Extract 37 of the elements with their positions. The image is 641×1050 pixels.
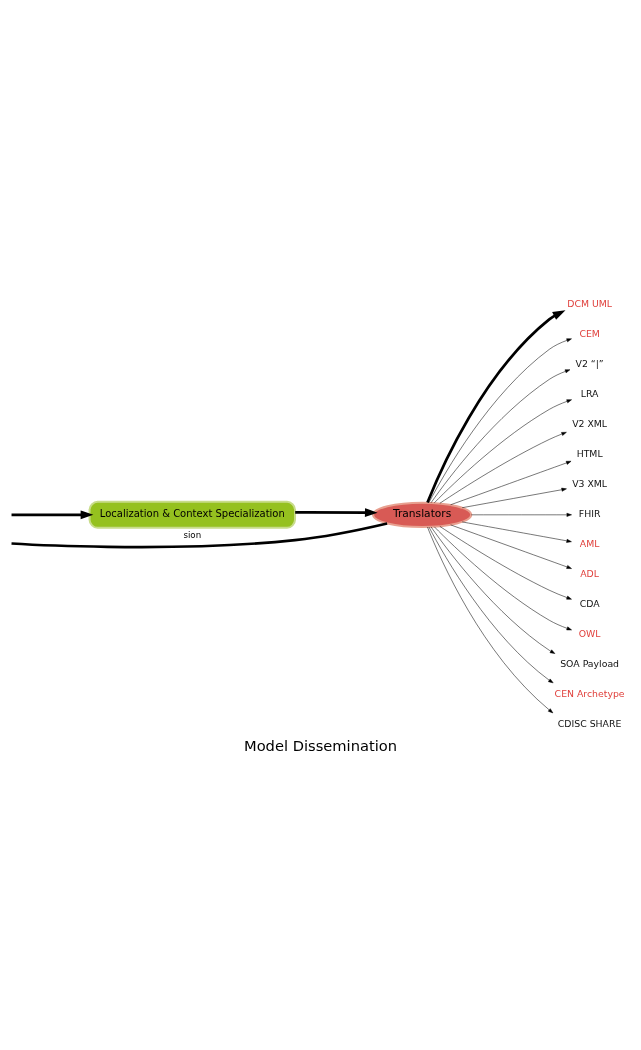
arrow <box>430 526 556 654</box>
caption: Model Dissemination <box>243 736 398 754</box>
arrow <box>430 369 571 503</box>
arrow <box>450 460 572 505</box>
node-text: HTML <box>576 447 603 459</box>
node-text: DCM UML <box>567 297 613 309</box>
arrow <box>434 398 572 503</box>
arrow <box>461 487 567 508</box>
arrow <box>439 431 567 504</box>
node-text: CEM <box>579 327 600 339</box>
node-ellipse: Translators <box>372 501 473 528</box>
arrow <box>427 526 554 713</box>
arrow <box>461 521 572 543</box>
node-text: CDA <box>579 597 600 609</box>
edge-label: sion <box>183 529 202 540</box>
arrow <box>11 509 94 519</box>
node-text: SOA Payload <box>560 657 620 669</box>
arrow <box>471 512 572 517</box>
node-text: OWL <box>578 627 601 639</box>
arrow <box>450 524 572 569</box>
arrow <box>428 526 554 683</box>
node-box: Localization & Context Specialization <box>88 500 297 529</box>
connector <box>11 521 388 548</box>
arrow <box>428 338 572 503</box>
arrow <box>434 526 572 630</box>
node-text: V2 “|” <box>575 357 604 369</box>
node-text: FHIR <box>578 507 601 519</box>
node-text: AML <box>579 537 600 549</box>
arrow <box>426 309 566 503</box>
node-text: V3 XML <box>572 477 608 489</box>
node-text: LRA <box>580 387 599 399</box>
node-text: CEN Archetype <box>554 687 625 699</box>
node-text: V2 XML <box>572 417 608 429</box>
arrow <box>295 507 378 517</box>
node-text: ADL <box>580 567 600 579</box>
arrow <box>439 525 572 599</box>
node-text: CDISC SHARE <box>557 717 622 729</box>
